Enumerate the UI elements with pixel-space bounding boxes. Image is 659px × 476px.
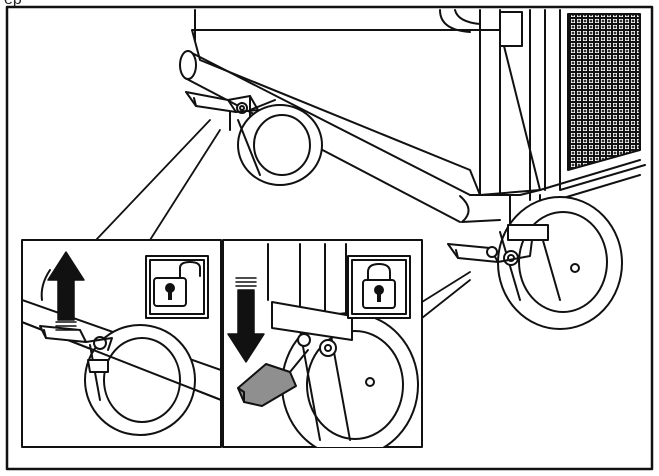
- inset-unlocked: [21, 239, 222, 448]
- callout-lines: [95, 119, 471, 319]
- arrow-up-icon: [47, 251, 85, 331]
- front-caster: [447, 194, 623, 330]
- figure-frame: [5, 5, 654, 471]
- clipped-caption-text: ep: [4, 0, 22, 9]
- clipped-caption: ep: [0, 0, 659, 14]
- cart-main-view: [179, 9, 646, 330]
- frame-tube: [189, 51, 471, 196]
- vent-panel: [567, 13, 641, 171]
- padlock-open-icon: [145, 255, 209, 319]
- arrow-down-icon: [227, 277, 265, 363]
- rear-caster: [185, 91, 323, 186]
- inset-locked: [222, 239, 423, 448]
- padlock-closed-icon: [347, 255, 411, 319]
